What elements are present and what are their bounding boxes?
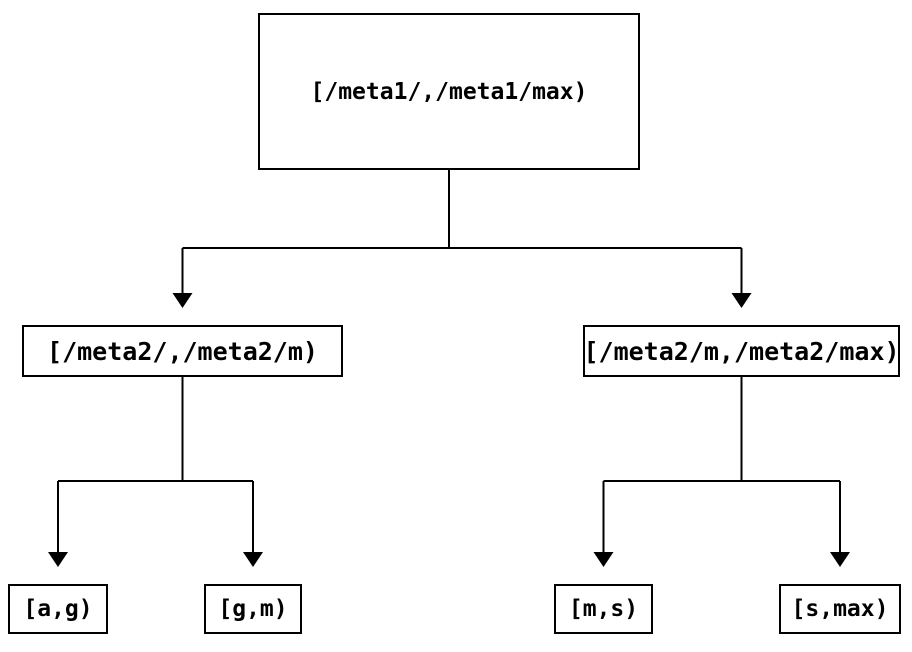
arrowhead-icon [731,293,752,308]
tree-node-leaf-gm: [g,m) [204,584,302,634]
tree-node-leaf-ag: [a,g) [8,584,108,634]
node-label: [m,s) [568,596,639,622]
arrowhead-icon [172,293,193,308]
tree-node-left-interval: [/meta2/,/meta2/m) [22,325,343,377]
node-label: [a,g) [23,596,93,622]
arrowhead-icon [593,552,614,567]
tree-node-leaf-smax: [s,max) [779,584,901,634]
tree-node-right-interval: [/meta2/m,/meta2/max) [583,325,900,377]
node-label: [/meta2/m,/meta2/max) [583,336,900,366]
tree-node-leaf-ms: [m,s) [554,584,653,634]
arrowhead-icon [48,552,68,567]
node-label: [g,m) [218,596,288,622]
node-label: [/meta2/,/meta2/m) [47,336,318,366]
node-label: [/meta1/,/meta1/max) [310,78,588,105]
node-label: [s,max) [791,596,889,622]
arrowhead-icon [830,552,850,567]
tree-node-root: [/meta1/,/meta1/max) [258,13,640,170]
arrowhead-icon [243,552,263,567]
